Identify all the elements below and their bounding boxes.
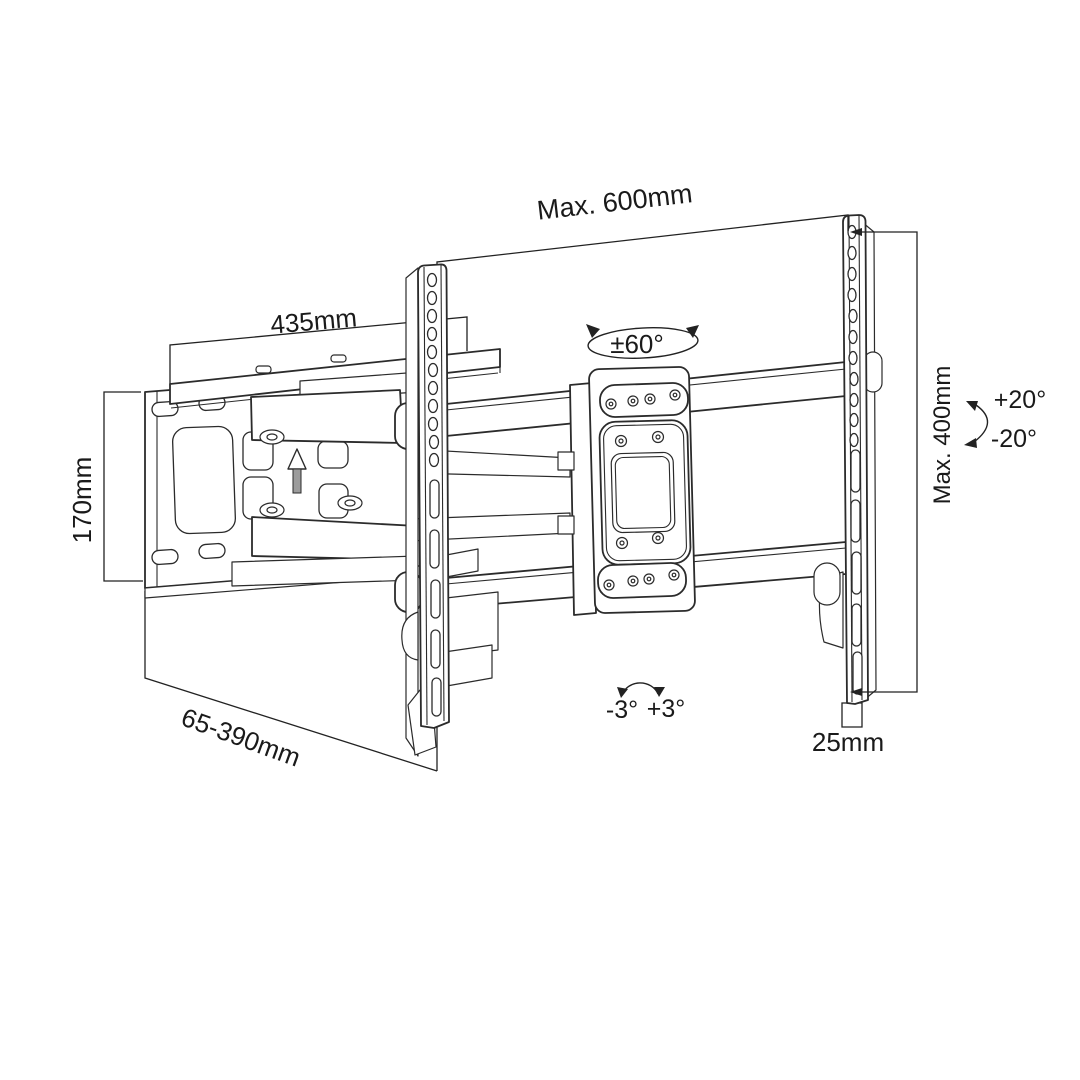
dim-label-plate-height: 170mm bbox=[67, 457, 97, 544]
up-arrow-icon bbox=[287, 448, 307, 494]
dim-line-extension bbox=[144, 591, 438, 772]
wall-plate-slots bbox=[151, 394, 226, 566]
lower-rail-end-cap bbox=[813, 562, 841, 606]
lower-arm-back-plate bbox=[231, 555, 418, 587]
pivot-knuckle bbox=[557, 515, 575, 535]
left-tv-bracket bbox=[401, 263, 493, 757]
angle-label-swivel: ±60° bbox=[610, 329, 664, 359]
angle-label-tilt-up: +20° bbox=[994, 386, 1046, 414]
left-bracket-hook bbox=[401, 611, 419, 661]
center-pivot-plate bbox=[557, 366, 696, 616]
left-bracket-side-flange bbox=[405, 267, 419, 757]
bottom-hinge-bar bbox=[597, 562, 687, 599]
rail-screw bbox=[330, 354, 347, 363]
wall-plate-cutout bbox=[171, 425, 237, 535]
dim-label-max-width: Max. 600mm bbox=[535, 178, 693, 225]
angle-label-level-plus: +3° bbox=[647, 695, 686, 723]
dim-label-plate-width: 435mm bbox=[269, 302, 358, 339]
middle-plate-screws bbox=[614, 430, 665, 550]
dim-line-plate-height bbox=[103, 391, 143, 582]
dim-label-rail-depth: 25mm bbox=[812, 727, 884, 757]
tilt-arrow-icon bbox=[964, 401, 989, 448]
dim-label-max-height: Max. 400mm bbox=[929, 366, 956, 505]
pivot-column bbox=[569, 382, 597, 616]
dim-line-plate-width bbox=[169, 316, 468, 384]
dim-box-rail-depth bbox=[841, 702, 863, 728]
middle-plate-window bbox=[610, 451, 676, 534]
angle-label-tilt-down: -20° bbox=[991, 425, 1037, 453]
dim-line-max-height bbox=[856, 231, 918, 693]
level-arrow-icon bbox=[617, 682, 665, 698]
left-bracket-holes bbox=[426, 272, 440, 468]
rail-screw bbox=[255, 365, 272, 374]
left-bracket-slots bbox=[429, 479, 442, 717]
top-hinge-screws bbox=[605, 389, 681, 410]
bottom-hinge-screws bbox=[603, 569, 680, 591]
angle-label-level-minus: -3° bbox=[606, 696, 638, 724]
right-tv-bracket bbox=[813, 214, 883, 705]
dim-label-extension-range: 65-390mm bbox=[178, 702, 305, 773]
right-bracket-slots bbox=[850, 449, 863, 695]
right-bracket-holes bbox=[847, 224, 859, 448]
wall-plate-square-cutouts bbox=[242, 431, 349, 520]
top-hinge-bar bbox=[599, 382, 689, 418]
pivot-knuckle bbox=[557, 451, 575, 471]
swivel-arrow-icon bbox=[586, 324, 699, 359]
dimension-annotations bbox=[586, 216, 989, 698]
